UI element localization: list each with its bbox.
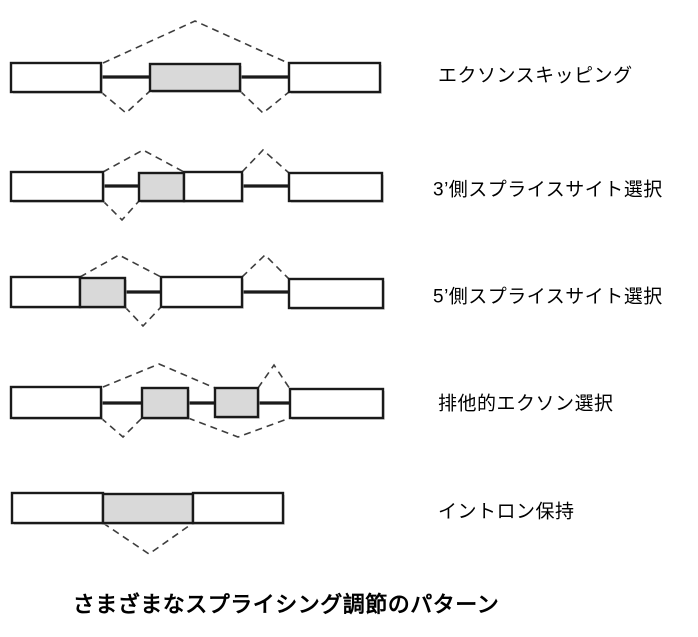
splice-path-exon-skipping [102,20,289,64]
splice-path-alt-5prime-site [241,253,290,280]
row-label-5prime-splice-site: 5’側スプライスサイト選択 [433,286,663,308]
alternative-exon-box-intron-retention [101,492,195,525]
alternative-exon-box-alt-3prime-site [137,171,186,203]
splice-path-alt-3prime-site [241,148,290,174]
exon-box-alt-5prime-site [159,275,244,309]
alternative-exon-box-mutually-exclusive-exons [140,386,190,420]
splice-path-alt-5prime-site [124,306,162,328]
splice-path-exon-skipping [239,90,290,115]
diagram-caption: さまざまなスプライシング調節のパターン [72,592,500,617]
exon-box-exon-skipping [287,61,382,94]
splice-path-exon-skipping [100,90,151,115]
alternative-exon-box-exon-skipping [148,62,242,93]
row-label-3prime-splice-site: 3’側スプライスサイト選択 [433,179,663,201]
row-label-intron-retention: イントロン保持 [438,501,575,523]
splice-path-mutually-exclusive-exons [187,417,291,438]
exon-box-alt-3prime-site [287,171,384,203]
exon-box-mutually-exclusive-exons [9,385,103,420]
exon-box-mutually-exclusive-exons [288,387,385,420]
exon-box-intron-retention [10,491,105,525]
splice-path-intron-retention [102,522,194,555]
exon-box-alt-5prime-site [287,277,385,310]
exon-box-intron-retention [191,491,285,525]
row-label-mutually-exclusive-exons: 排他的エクソン選択 [438,393,614,415]
splice-path-alt-3prime-site [102,149,185,173]
splice-path-alt-3prime-site [102,200,140,222]
splice-path-mutually-exclusive-exons [100,417,143,439]
alternative-exon-box-alt-5prime-site [78,276,127,309]
splice-path-mutually-exclusive-exons [257,363,291,390]
exon-box-exon-skipping [9,61,103,94]
exon-box-alt-3prime-site [9,170,105,203]
exon-box-alt-5prime-site [9,275,82,309]
row-label-exon-skipping: エクソンスキッピング [438,65,633,87]
splice-path-alt-5prime-site [79,254,162,278]
exon-box-alt-3prime-site [182,170,244,203]
alternative-exon-box-mutually-exclusive-exons [213,386,260,419]
splice-path-mutually-exclusive-exons [102,363,216,389]
